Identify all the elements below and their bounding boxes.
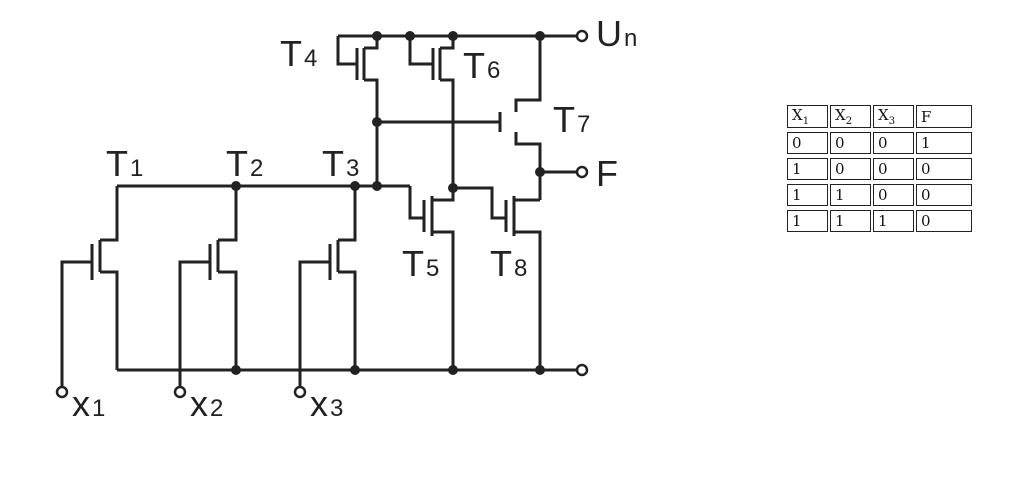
junction-node [448, 365, 458, 375]
junction-node [350, 365, 360, 375]
table-cell: 1 [787, 158, 828, 180]
table-cell: 0 [830, 158, 871, 180]
transistor-t4 [336, 36, 379, 122]
truth-table: X1 X2 X3 F 0 0 0 1 1 0 0 0 1 1 0 0 1 1 1… [785, 101, 974, 236]
junction-node [405, 31, 415, 41]
ground-terminal [575, 363, 589, 377]
label-x3: x3 [310, 383, 343, 424]
header-cell-x1: X1 [787, 105, 828, 128]
header-cell-x2: X2 [830, 105, 871, 128]
label-x1: x1 [72, 383, 105, 424]
header-cell-x3: X3 [873, 105, 914, 128]
transistor-t1 [60, 186, 119, 388]
supply-terminal [575, 29, 589, 43]
truth-table-header: X1 X2 X3 F [787, 105, 972, 128]
junction-node [350, 181, 360, 191]
table-cell: 0 [916, 184, 972, 206]
label-t5: T5 [402, 243, 439, 284]
label-t3: T3 [322, 143, 359, 184]
input-terminal-x1 [55, 385, 69, 399]
junction-node [448, 183, 458, 193]
transistor-t2 [178, 186, 238, 388]
table-cell: 1 [787, 184, 828, 206]
label-x2: x2 [190, 383, 223, 424]
table-cell: 0 [916, 210, 972, 232]
label-t1: T1 [106, 143, 143, 184]
junction-node [535, 31, 545, 41]
table-row: 1 0 0 0 [787, 158, 972, 180]
input-terminal-x3 [293, 385, 307, 399]
circuit-diagram: T1 T2 T3 T4 T5 T6 T7 T8 Un F x1 x2 x3 [55, 13, 637, 424]
table-cell: 0 [787, 132, 828, 154]
label-t2: T2 [226, 143, 263, 184]
label-t6: T6 [463, 45, 500, 86]
junction-node [231, 365, 241, 375]
junction-node [448, 31, 458, 41]
header-cell-f: F [916, 105, 972, 128]
label-t8: T8 [490, 243, 527, 284]
table-cell: 1 [787, 210, 828, 232]
table-cell: 0 [873, 184, 914, 206]
label-t4: T4 [280, 33, 317, 74]
label-supply: Un [596, 13, 637, 54]
table-cell: 1 [830, 210, 871, 232]
transistor-t7 [514, 36, 542, 172]
table-row: 1 1 1 0 [787, 210, 972, 232]
transistor-t6 [408, 36, 455, 188]
table-cell: 1 [830, 184, 871, 206]
input-terminal-x2 [173, 385, 187, 399]
table-cell: 1 [916, 132, 972, 154]
output-terminal [575, 165, 589, 179]
table-row: 1 1 0 0 [787, 184, 972, 206]
table-cell: 0 [873, 158, 914, 180]
junction-node [372, 181, 382, 191]
table-cell: 0 [873, 132, 914, 154]
junction-node [372, 117, 382, 127]
table-row: 0 0 0 1 [787, 132, 972, 154]
junction-node [231, 181, 241, 191]
label-t7: T7 [553, 99, 590, 140]
table-cell: 1 [873, 210, 914, 232]
table-cell: 0 [830, 132, 871, 154]
junction-node [535, 365, 545, 375]
table-cell: 0 [916, 158, 972, 180]
label-output: F [596, 153, 618, 194]
junction-node [372, 31, 382, 41]
transistor-t3 [298, 186, 357, 388]
junction-node [535, 167, 545, 177]
transistor-t8 [453, 186, 542, 370]
